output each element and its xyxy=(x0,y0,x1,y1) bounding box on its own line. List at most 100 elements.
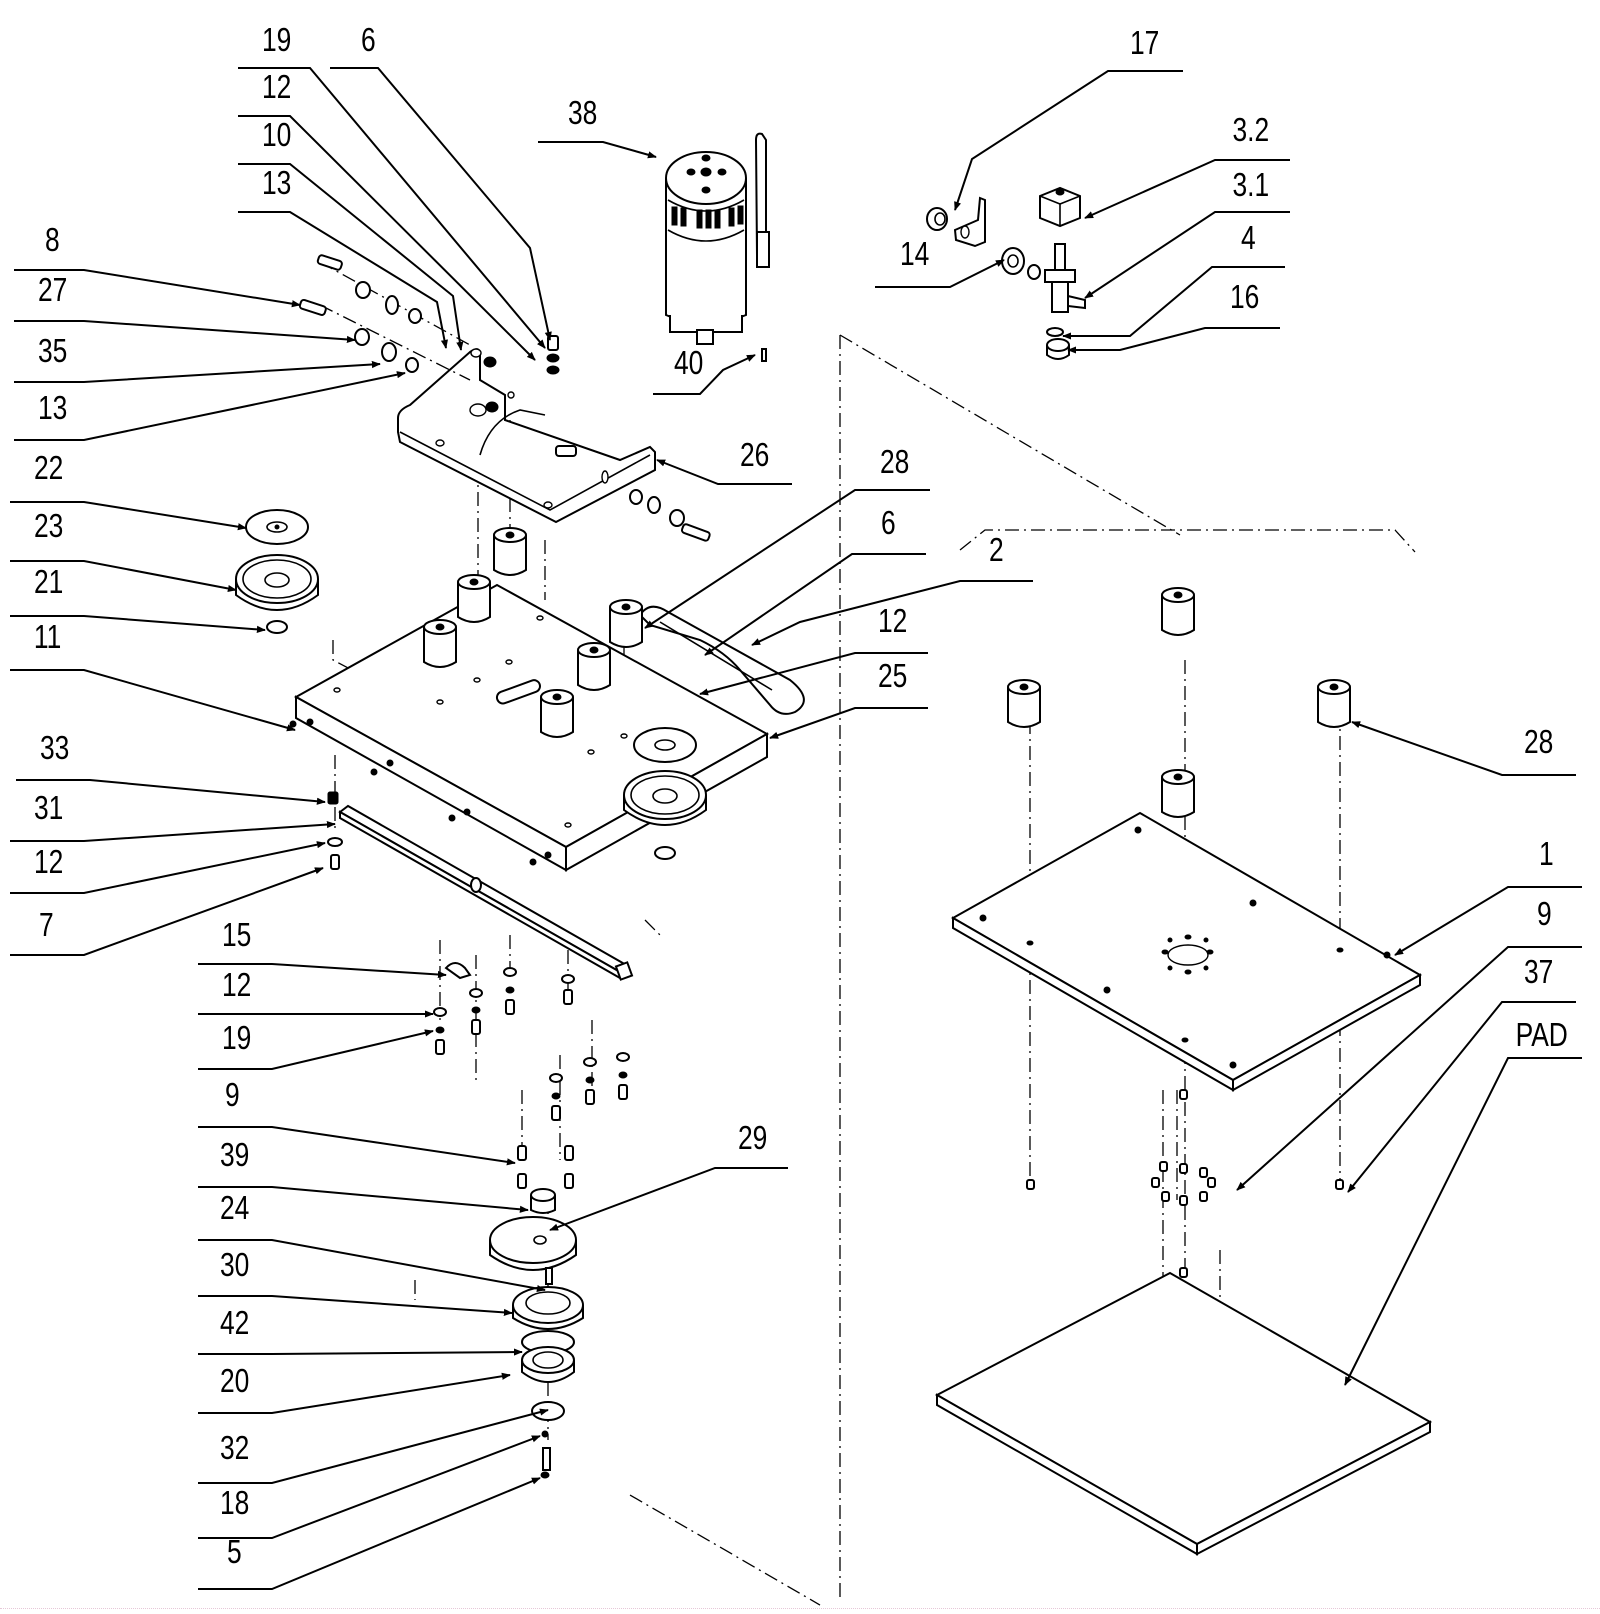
callout-label: 6 xyxy=(881,505,896,542)
callout-label: 40 xyxy=(674,345,703,382)
callout-3.2[interactable]: 3.2 xyxy=(1084,112,1290,219)
callout-20[interactable]: 20 xyxy=(198,1363,511,1414)
callout-31[interactable]: 31 xyxy=(10,790,336,842)
callout-21[interactable]: 21 xyxy=(10,564,266,633)
callout-label: 12 xyxy=(878,603,907,640)
callout-label: 6 xyxy=(361,22,376,59)
callout-label: 19 xyxy=(262,22,291,59)
callout-label: 3.2 xyxy=(1233,112,1270,149)
callout-label: 13 xyxy=(38,390,67,427)
callout-6-mid[interactable]: 6 xyxy=(704,505,926,656)
callout-13-mid[interactable]: 13 xyxy=(14,371,406,441)
callout-5[interactable]: 5 xyxy=(198,1477,541,1590)
callout-label: 38 xyxy=(568,95,597,132)
callout-11[interactable]: 11 xyxy=(10,619,296,732)
callout-28-mid[interactable]: 28 xyxy=(644,444,930,629)
callout-label: 28 xyxy=(1524,724,1553,761)
motor-vent-slots xyxy=(671,205,744,229)
callout-label: 18 xyxy=(220,1485,249,1522)
callout-37[interactable]: 37 xyxy=(1347,954,1576,1193)
callout-label: 42 xyxy=(220,1305,249,1342)
callout-label: PAD xyxy=(1516,1017,1568,1054)
rail-part xyxy=(338,804,634,981)
callout-label: 25 xyxy=(878,658,907,695)
callout-8[interactable]: 8 xyxy=(14,222,301,308)
callout-4[interactable]: 4 xyxy=(1062,220,1285,340)
motor-bracket-part xyxy=(397,348,656,524)
callout-12-mid[interactable]: 12 xyxy=(699,603,928,696)
callout-label: 2 xyxy=(989,532,1004,569)
callout-label: 13 xyxy=(262,165,291,202)
page-edge-rule xyxy=(0,1608,1600,1609)
callout-19-low[interactable]: 19 xyxy=(198,1020,434,1070)
callout-35[interactable]: 35 xyxy=(14,333,381,383)
callout-32[interactable]: 32 xyxy=(198,1408,549,1484)
callout-label: 26 xyxy=(740,437,769,474)
callout-33[interactable]: 33 xyxy=(16,730,326,805)
pulley-assembly-right xyxy=(623,727,707,860)
callout-29[interactable]: 29 xyxy=(549,1120,788,1231)
callout-18[interactable]: 18 xyxy=(198,1435,541,1539)
callout-6-top[interactable]: 6 xyxy=(330,22,552,341)
valve-assembly xyxy=(926,186,1086,360)
callout-label: 32 xyxy=(220,1430,249,1467)
callout-label: 24 xyxy=(220,1190,249,1227)
callout-12-low[interactable]: 12 xyxy=(198,967,434,1018)
callout-12-left[interactable]: 12 xyxy=(10,841,326,894)
callout-label: 30 xyxy=(220,1247,249,1284)
pad-part xyxy=(934,1271,1433,1556)
callout-label: 22 xyxy=(34,450,63,487)
callout-15[interactable]: 15 xyxy=(198,917,447,979)
callout-7[interactable]: 7 xyxy=(10,867,324,956)
mounting-plate-part xyxy=(950,811,1423,1092)
callout-label: 5 xyxy=(227,1534,242,1571)
callout-22[interactable]: 22 xyxy=(10,450,247,531)
callout-12-top[interactable]: 12 xyxy=(238,69,536,361)
callout-3.1[interactable]: 3.1 xyxy=(1084,167,1290,299)
callout-27[interactable]: 27 xyxy=(14,272,356,344)
callout-10[interactable]: 10 xyxy=(238,117,464,351)
callout-9-low[interactable]: 9 xyxy=(198,1077,516,1166)
callout-label: 35 xyxy=(38,333,67,370)
callout-17[interactable]: 17 xyxy=(954,25,1183,211)
callout-42[interactable]: 42 xyxy=(198,1305,523,1356)
callout-label: 9 xyxy=(1537,896,1552,933)
callout-label: 7 xyxy=(39,907,54,944)
pulley-assembly-left xyxy=(235,509,319,634)
callout-39[interactable]: 39 xyxy=(198,1137,529,1213)
callout-label: 31 xyxy=(34,790,63,827)
callout-19-top[interactable]: 19 xyxy=(238,22,546,349)
callout-label: 20 xyxy=(220,1363,249,1400)
callout-PAD[interactable]: PAD xyxy=(1344,1017,1582,1386)
callout-26[interactable]: 26 xyxy=(656,437,792,485)
callout-25[interactable]: 25 xyxy=(769,658,928,739)
drive-hub-stack xyxy=(489,1188,584,1479)
callout-label: 17 xyxy=(1130,25,1159,62)
plate-screws xyxy=(1026,1089,1344,1278)
handle-part xyxy=(638,605,805,715)
callout-label: 11 xyxy=(34,619,61,656)
callout-label: 1 xyxy=(1539,836,1554,873)
callout-label: 12 xyxy=(262,69,291,106)
callout-13-top[interactable]: 13 xyxy=(238,165,448,349)
callout-2[interactable]: 2 xyxy=(751,532,1033,646)
callout-30[interactable]: 30 xyxy=(198,1247,513,1317)
callout-38[interactable]: 38 xyxy=(538,95,657,159)
callout-40[interactable]: 40 xyxy=(653,345,756,395)
callout-14[interactable]: 14 xyxy=(875,236,1005,288)
callout-label: 4 xyxy=(1241,220,1256,257)
callout-28-right[interactable]: 28 xyxy=(1351,721,1576,776)
callout-label: 33 xyxy=(40,730,69,767)
callout-label: 15 xyxy=(222,917,251,954)
parts-drawing xyxy=(235,132,1433,1606)
spacer-cylinders xyxy=(423,527,1351,818)
callouts: 19 6 12 10 13 8 27 35 13 22 23 21 11 33 … xyxy=(10,22,1582,1590)
callout-24[interactable]: 24 xyxy=(198,1190,546,1293)
callout-16[interactable]: 16 xyxy=(1067,279,1280,354)
callout-label: 8 xyxy=(45,222,60,259)
callout-9-right[interactable]: 9 xyxy=(1236,896,1582,1191)
callout-23[interactable]: 23 xyxy=(10,508,237,593)
callout-label: 10 xyxy=(262,117,291,154)
callout-1[interactable]: 1 xyxy=(1394,836,1582,956)
